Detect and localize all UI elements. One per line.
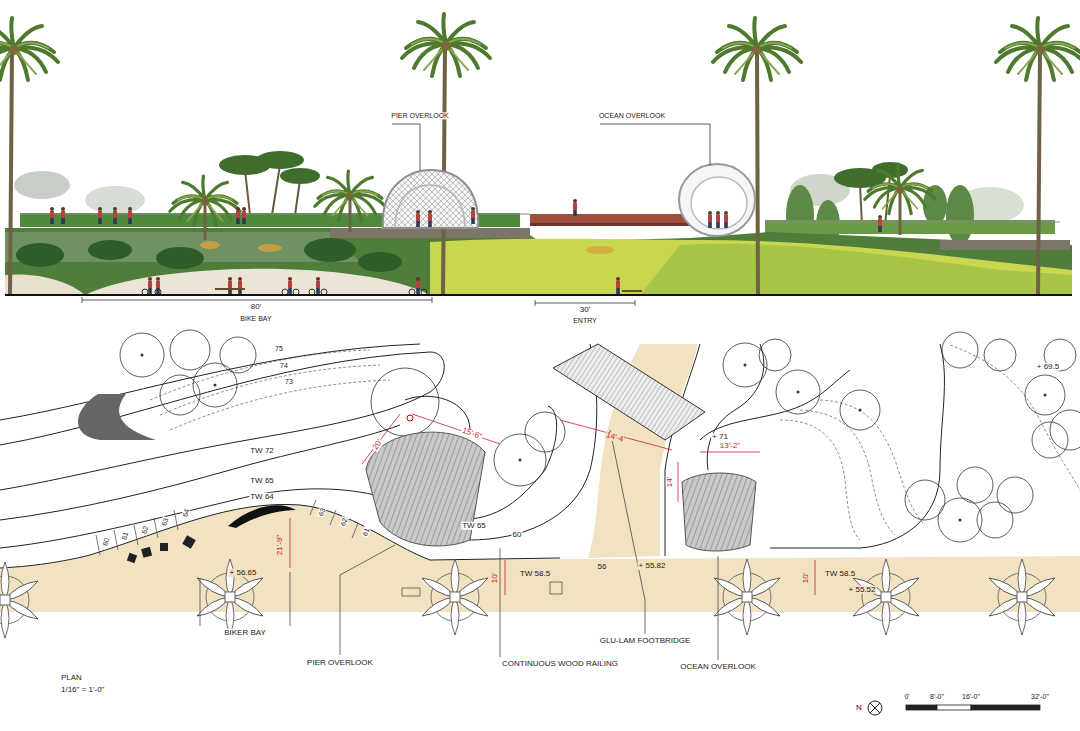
plan-label: + 69.5 [1036,363,1060,371]
plan-label: 8'-0" [929,693,945,700]
dimension-label: 14' [666,476,674,488]
plan-label: 62 [339,516,349,528]
dimension-label: 13'-2" [719,442,741,450]
plan-label: 62 [140,524,150,535]
plan-label: 75 [274,345,284,352]
plan-label: 61 [361,526,371,538]
plan-label: 73 [284,378,294,385]
plan-label: 30' [579,306,591,314]
plan-label: 63 [317,506,327,518]
plan-label: 60 [512,531,523,539]
plan-label: OCEAN OVERLOOK [598,112,666,119]
plan-label: TW 58.5 [519,570,551,578]
plan-label: 64 [181,507,191,518]
plan-label: 60 [101,536,111,547]
plan-label: GLU-LAM FOOTBRIDGE [599,637,692,645]
dimension-label: 21'-9" [276,534,284,556]
plan-label: BIKER BAY [223,629,267,637]
plan-label: ENTRY [572,317,598,324]
elevation [0,14,1080,306]
plan-label: PLAN [60,674,83,682]
plan-label: PIER OVERLOOK [390,112,450,119]
plan-label: TW 58.5 [824,570,856,578]
site-plan [0,330,1080,715]
dimension-label: 10' [802,572,810,584]
plan-label: TW 65 [249,477,275,485]
plan-label: OCEAN OVERLOOK [679,663,757,671]
plan-label: + 56.65 [229,569,258,577]
plan-label: 56 [597,563,608,571]
plan-label: + 71 [711,433,729,441]
plan-label: TW 65 [461,522,487,530]
plan-label: + 55.82 [638,562,667,570]
plan-label: + 55.52 [848,586,877,594]
plan-label: BIKE BAY [239,315,272,322]
plan-label: 16'-0" [961,693,981,700]
plan-label: 74 [279,362,289,369]
plan-label: CONTINUOUS WOOD RAILING [501,660,619,668]
plan-label: TW 72 [249,447,275,455]
dimension-label: 15'-6" [460,426,484,442]
dimension-label: 14'-4" [604,431,628,445]
dimension-label: 20' [371,437,385,452]
plan-label: TW 64 [249,493,275,501]
plan-label: PIER OVERLOOK [306,659,374,667]
plan-label: 80' [250,303,262,311]
plan-label: 1/16" = 1'-0" [60,686,105,694]
plan-label: 32'-0" [1030,693,1050,700]
plan-label: 63 [160,516,170,527]
plan-label: 61 [120,530,130,541]
dimension-label: 10' [491,572,499,584]
plan-label: N [855,704,863,712]
plan-label: 0' [903,693,910,700]
